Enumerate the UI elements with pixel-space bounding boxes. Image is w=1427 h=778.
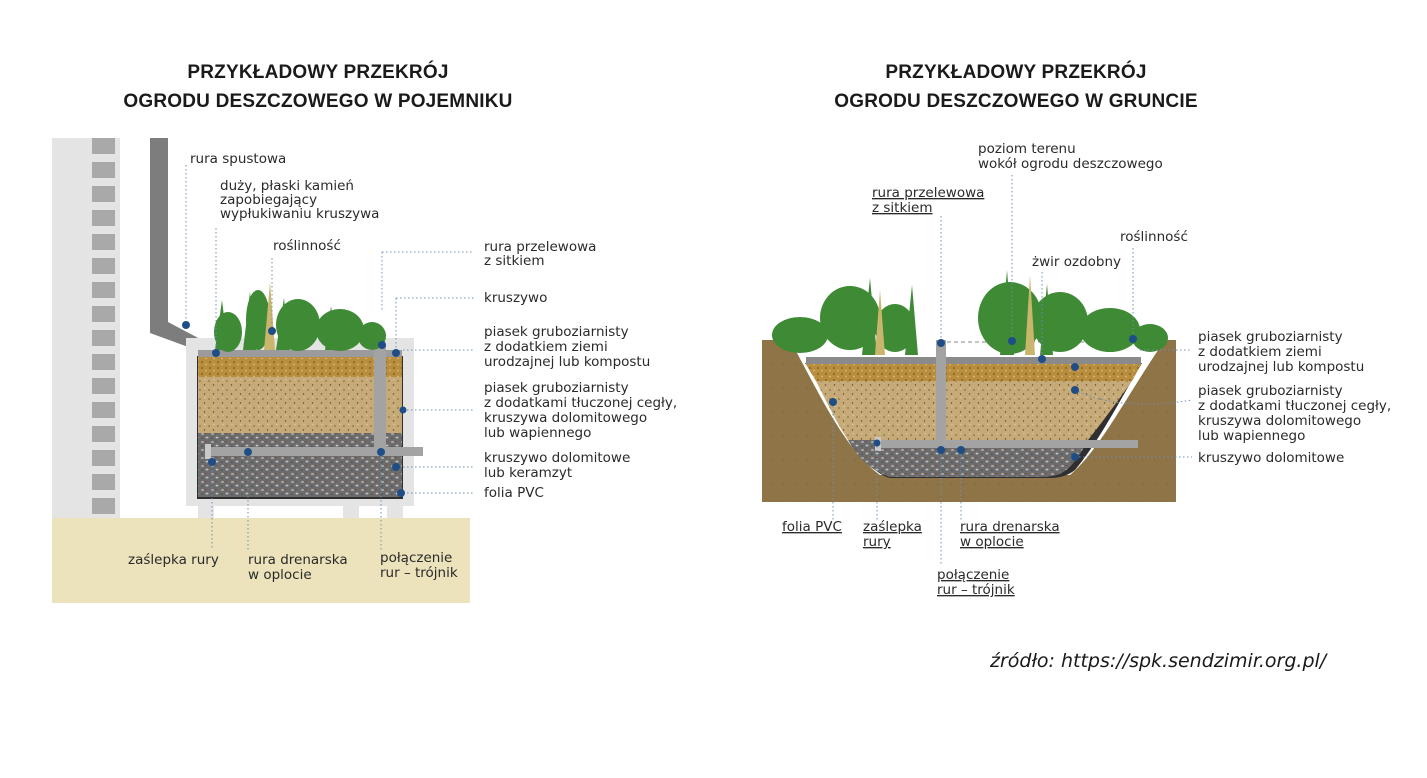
label-piasek1-line1: piasek gruboziarnisty: [484, 324, 629, 340]
label-rura-przelewowa-line1: rura przelewowa: [872, 185, 984, 201]
sand-brick-layer: [198, 377, 402, 433]
right-title-line2: OGRODU DESZCZOWEGO W GRUNCIE: [834, 91, 1198, 112]
left-diagram: rura spustowa duży, płaski kamień zapobi…: [52, 138, 677, 603]
label-kamien-line3: wypłukiwaniu kruszywa: [220, 206, 379, 222]
right-title-line1: PRZYKŁADOWY PRZEKRÓJ: [885, 62, 1147, 83]
label-zaslepka-line1: zaślepka: [863, 519, 922, 535]
right-diagram-title: PRZYKŁADOWY PRZEKRÓJ OGRODU DESZCZOWEGO …: [766, 58, 1266, 116]
label-polaczenie-line1: połączenie: [937, 567, 1009, 583]
label-rura-przelewowa-line2: z sitkiem: [872, 200, 932, 216]
label-polaczenie-line2: rur – trójnik: [380, 565, 458, 581]
label-piasek2-line4: lub wapiennego: [1198, 428, 1305, 444]
left-title-line1: PRZYKŁADOWY PRZEKRÓJ: [187, 62, 449, 83]
label-rura-przelewowa-line1: rura przelewowa: [484, 239, 596, 255]
dolomite-gravel-layer: [198, 433, 402, 497]
native-soil: [762, 340, 1176, 502]
label-piasek2-line1: piasek gruboziarnisty: [484, 380, 629, 396]
label-rura-drenarska-line1: rura drenarska: [248, 552, 348, 568]
soil-compost-layer: [806, 364, 1141, 381]
label-piasek2-line3: kruszywa dolomitowego: [484, 410, 647, 426]
right-leaders: [832, 175, 1193, 565]
label-rura-drenarska-line2: w oplocie: [960, 534, 1024, 550]
label-piasek1-line2: z dodatkiem ziemi: [484, 339, 608, 355]
label-roslinnosc: roślinność: [273, 238, 341, 254]
label-rura-spustowa: rura spustowa: [190, 151, 286, 167]
right-diagram: poziom terenu wokół ogrodu deszczowego r…: [762, 141, 1391, 598]
label-poziom-terenu-line2: wokół ogrodu deszczowego: [978, 156, 1163, 172]
overflow-pipe: [936, 340, 946, 448]
label-dolomit-line1: kruszywo dolomitowe: [484, 450, 630, 466]
left-labels: rura spustowa duży, płaski kamień zapobi…: [128, 151, 677, 583]
label-piasek2-line3: kruszywa dolomitowego: [1198, 413, 1361, 429]
right-dots: [829, 335, 1137, 461]
label-zaslepka-rury: zaślepka rury: [128, 552, 219, 568]
left-leaders: [185, 165, 474, 550]
label-piasek1-line3: urodzajnej lub kompostu: [484, 354, 650, 370]
label-kamien-line2: zapobiegający: [220, 192, 317, 208]
label-piasek2-line2: z dodatkami tłuczonej cegły,: [484, 395, 677, 411]
label-rura-drenarska-line1: rura drenarska: [960, 519, 1060, 535]
vegetation: [772, 270, 1168, 355]
source-caption: źródło: https://spk.sendzimir.org.pl/: [990, 650, 1327, 672]
label-piasek1-line2: z dodatkiem ziemi: [1198, 344, 1322, 360]
label-piasek1-line3: urodzajnej lub kompostu: [1198, 359, 1364, 375]
label-piasek2-line2: z dodatkami tłuczonej cegły,: [1198, 398, 1391, 414]
label-kruszywo-dolomitowe: kruszywo dolomitowe: [1198, 450, 1344, 466]
left-title-line2: OGRODU DESZCZOWEGO W POJEMNIKU: [123, 91, 513, 112]
label-rura-drenarska-line2: w oplocie: [248, 567, 312, 583]
decorative-gravel: [806, 357, 1141, 364]
overflow-pipe: [374, 345, 386, 455]
drain-pipe: [210, 447, 423, 456]
downspout-pipe: [150, 138, 202, 352]
label-polaczenie-line1: połączenie: [380, 550, 452, 566]
right-labels: poziom terenu wokół ogrodu deszczowego r…: [782, 141, 1391, 598]
ground-base: [52, 518, 470, 603]
label-kruszywo: kruszywo: [484, 290, 547, 306]
label-dolomit-line2: lub keramzyt: [484, 465, 572, 481]
label-rura-przelewowa-line2: z sitkiem: [484, 253, 544, 269]
sand-brick-layer: [816, 381, 1132, 440]
label-folia-pvc: folia PVC: [484, 485, 544, 501]
left-diagram-title: PRZYKŁADOWY PRZEKRÓJ OGRODU DESZCZOWEGO …: [68, 58, 568, 116]
label-polaczenie-line2: rur – trójnik: [937, 582, 1015, 598]
pipe-cap: [205, 444, 211, 459]
label-piasek1-line1: piasek gruboziarnisty: [1198, 329, 1343, 345]
label-piasek2-line1: piasek gruboziarnisty: [1198, 383, 1343, 399]
stone-top-layer: [198, 350, 402, 357]
label-zaslepka-line2: rury: [863, 534, 891, 550]
left-dots: [182, 321, 407, 497]
label-roslinnosc: roślinność: [1120, 229, 1188, 245]
label-folia-pvc: folia PVC: [782, 519, 842, 535]
vegetation: [214, 282, 386, 352]
dolomite-gravel-layer: [848, 440, 1088, 477]
label-kamien-line1: duży, płaski kamień: [220, 178, 354, 194]
label-piasek2-line4: lub wapiennego: [484, 425, 591, 441]
drain-pipe: [878, 440, 1138, 448]
wall-bricks: [92, 138, 115, 514]
label-zwir-ozdobny: żwir ozdobny: [1032, 254, 1121, 270]
label-poziom-terenu-line1: poziom terenu: [978, 141, 1076, 157]
soil-compost-layer: [198, 357, 402, 377]
